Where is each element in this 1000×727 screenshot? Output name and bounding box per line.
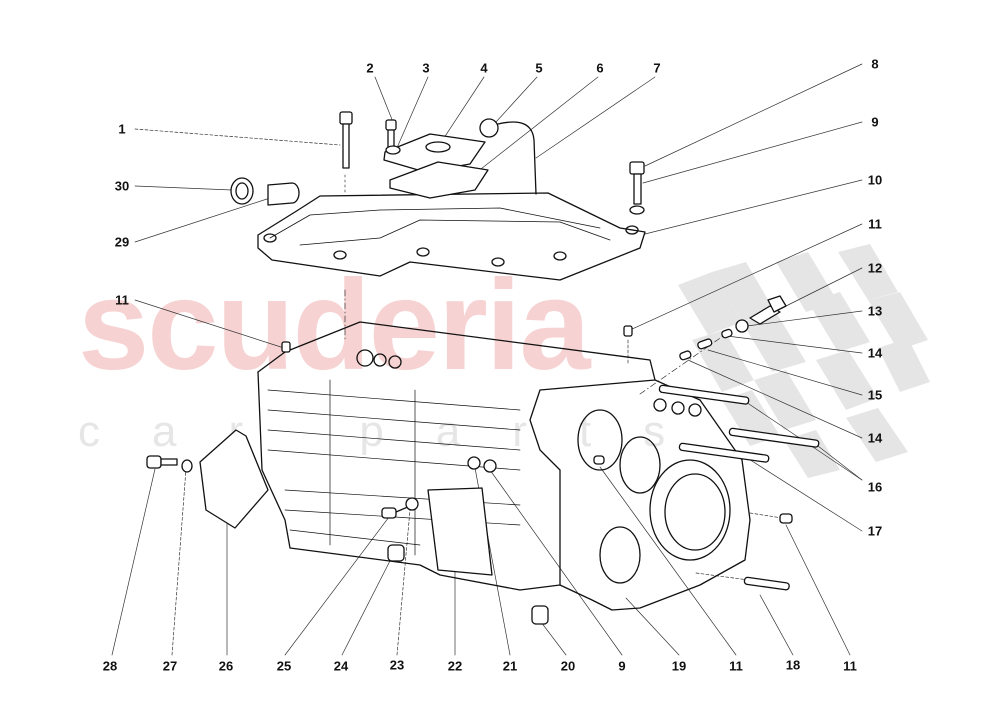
callout-6[interactable]: 6 (596, 60, 604, 76)
leader-lines (111, 63, 863, 656)
callout-28[interactable]: 28 (102, 658, 118, 674)
callout-1[interactable]: 1 (118, 121, 126, 137)
callout-11[interactable]: 11 (115, 292, 129, 308)
callout-29[interactable]: 29 (114, 234, 130, 250)
callout-30[interactable]: 30 (114, 178, 130, 194)
callout-13[interactable]: 13 (867, 303, 883, 319)
watermark-brand: scuderia (78, 254, 590, 397)
callout-26[interactable]: 26 (218, 658, 234, 674)
callout-17[interactable]: 17 (867, 523, 883, 539)
callout-27[interactable]: 27 (162, 658, 178, 674)
callout-9[interactable]: 9 (871, 114, 879, 130)
callout-23[interactable]: 23 (389, 657, 405, 673)
gearbox-housing (257, 321, 751, 611)
callout-19[interactable]: 19 (671, 658, 687, 674)
callout-14[interactable]: 14 (867, 430, 883, 446)
watermark-subtitle: car parts (78, 407, 718, 456)
gasket (389, 161, 489, 199)
callout-14[interactable]: 14 (867, 345, 883, 361)
callout-24[interactable]: 24 (333, 658, 349, 674)
top-cover (257, 192, 646, 281)
callout-22[interactable]: 22 (447, 658, 463, 674)
callout-15[interactable]: 15 (867, 387, 883, 403)
callout-21[interactable]: 21 (502, 658, 518, 674)
callout-12[interactable]: 12 (867, 260, 883, 276)
callout-20[interactable]: 20 (560, 658, 576, 674)
callout-2[interactable]: 2 (366, 60, 374, 76)
cover-plate (383, 133, 486, 173)
callout-5[interactable]: 5 (535, 60, 543, 76)
callout-4[interactable]: 4 (480, 60, 488, 76)
callout-7[interactable]: 7 (653, 60, 661, 76)
callout-11[interactable]: 11 (729, 658, 743, 674)
callout-18[interactable]: 18 (785, 657, 801, 673)
callout-11[interactable]: 11 (868, 216, 882, 232)
callout-9[interactable]: 9 (618, 658, 626, 674)
callout-16[interactable]: 16 (867, 479, 883, 495)
callout-8[interactable]: 8 (871, 56, 879, 72)
callout-11[interactable]: 11 (843, 658, 857, 674)
callout-10[interactable]: 10 (867, 172, 883, 188)
callout-25[interactable]: 25 (276, 658, 292, 674)
callout-3[interactable]: 3 (422, 60, 430, 76)
